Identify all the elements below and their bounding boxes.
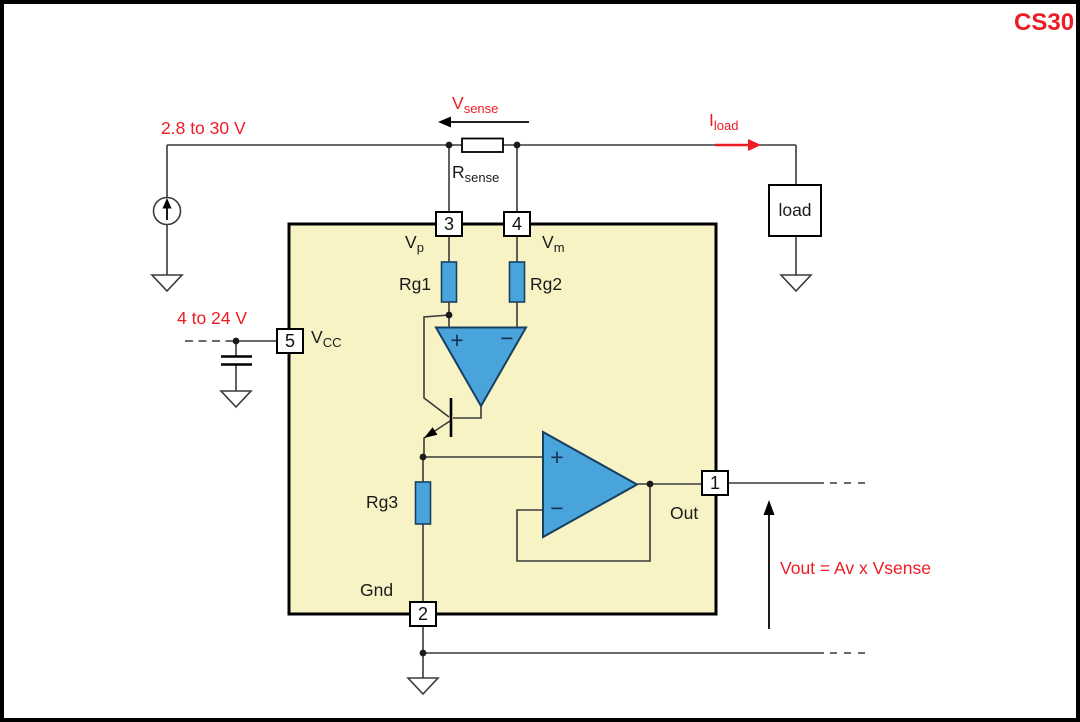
vm-sub: m — [553, 240, 565, 255]
ground-icon-vcc — [219, 390, 253, 409]
ground-icon-pin2 — [406, 677, 440, 696]
iload-label: Iload — [709, 110, 738, 133]
pin-3-vp: 3 — [435, 211, 463, 237]
rsense-main: R — [452, 162, 465, 182]
vout-formula-label: Vout = Av x Vsense — [780, 558, 931, 578]
wire-amp2-feedback — [516, 484, 651, 562]
gain-resistors — [414, 261, 526, 525]
vp-main: V — [405, 232, 417, 252]
load-box: load — [768, 184, 822, 237]
capacitor-icon — [221, 355, 252, 366]
opamp1-minus-sign: − — [500, 325, 514, 351]
pin-2-number: 2 — [417, 603, 428, 624]
vsense-main: V — [452, 93, 464, 113]
circuit-drawing — [150, 116, 866, 696]
ground-icons — [150, 274, 813, 696]
vsense-label: Vsense — [452, 93, 498, 116]
transistor-icon — [424, 398, 453, 438]
rg1-label: Rg1 — [399, 274, 432, 294]
opamp1-plus-sign: + — [450, 327, 464, 353]
vp-sub: p — [416, 240, 424, 255]
wire-amp1-to-base — [453, 405, 482, 419]
vcc-main: V — [311, 327, 323, 347]
page-title: CS30 — [1014, 9, 1075, 36]
pin-1-number: 1 — [709, 472, 720, 493]
pin-2-gnd: 2 — [409, 601, 437, 627]
junction-dots — [232, 141, 654, 657]
ground-icon-load — [779, 274, 813, 293]
gnd-label: Gnd — [360, 580, 394, 600]
vcc-sub: CC — [322, 335, 342, 350]
wire-transistor-collector — [423, 314, 450, 418]
rsense-sub: sense — [464, 170, 500, 185]
rg3-label: Rg3 — [366, 492, 399, 512]
load-label: load — [778, 200, 812, 220]
ground-icon-source — [150, 274, 184, 293]
vcc-label: VCC — [311, 327, 341, 350]
opamp2-plus-sign: + — [550, 444, 564, 470]
rg2-label: Rg2 — [530, 274, 563, 294]
out-label: Out — [670, 503, 699, 523]
rsense-resistor — [461, 137, 504, 153]
pin-5-vcc: 5 — [276, 328, 304, 354]
vm-main: V — [542, 232, 554, 252]
vcc-range-label: 4 to 24 V — [177, 308, 248, 328]
supply-range-label: 2.8 to 30 V — [161, 118, 246, 138]
pin-5-number: 5 — [284, 330, 295, 351]
annotation-arrows — [438, 116, 775, 629]
vsense-sub: sense — [463, 101, 499, 116]
rg3-resistor — [414, 481, 432, 525]
vm-label: Vm — [542, 232, 565, 255]
rsense-label: Rsense — [452, 162, 499, 185]
ic-body — [287, 222, 718, 616]
vp-label: Vp — [405, 232, 424, 255]
rg1-resistor — [440, 261, 458, 303]
iload-sub: load — [713, 118, 739, 133]
pin-4-vm: 4 — [503, 211, 531, 237]
pin-4-number: 4 — [511, 213, 522, 234]
opamp1-triangle — [434, 326, 528, 409]
transistor-emitter-arrow — [424, 427, 438, 438]
opamp2-triangle — [542, 430, 640, 539]
iload-main: I — [709, 110, 714, 130]
pin-1-out: 1 — [701, 470, 729, 496]
opamp2-minus-sign: − — [550, 495, 564, 521]
rg2-resistor — [508, 261, 526, 303]
current-source-icon — [152, 196, 182, 226]
pin-3-number: 3 — [443, 213, 454, 234]
